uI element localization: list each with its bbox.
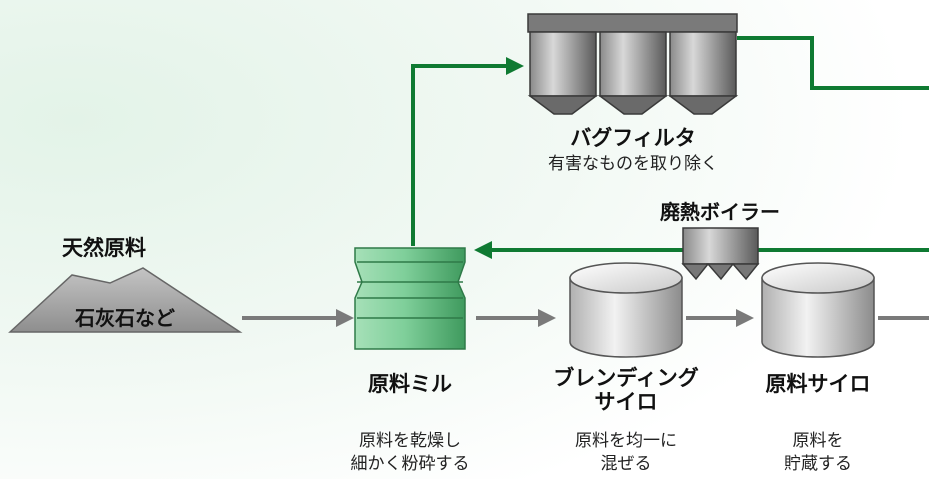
raw-mill-desc-line2: 細かく粉砕する: [350, 454, 470, 474]
blending-silo-title-line2: サイロ: [594, 390, 658, 414]
green-flow-lines: [411, 36, 929, 252]
boiler-title: 廃熱ボイラー: [660, 200, 780, 224]
raw-silo-desc-line2: 貯蔵する: [784, 454, 852, 474]
boiler-icon: [681, 227, 760, 281]
bag-filter-desc: 有害なものを取り除く: [548, 154, 718, 174]
raw-silo-title: 原料サイロ: [765, 372, 871, 396]
raw-silo-desc-line1: 原料を: [792, 431, 844, 451]
raw-mill-title: 原料ミル: [368, 372, 452, 396]
raw-mill-desc-line1: 原料を乾燥し: [359, 431, 461, 451]
blending-silo-title-line1: ブレンディング: [553, 366, 699, 390]
arrow-to-raw-mill: [474, 241, 492, 259]
raw-silo-icon: [761, 262, 875, 358]
arrow-to-blending-silo: [538, 309, 556, 327]
raw-mill-icon: [354, 247, 466, 350]
raw-material-title: 天然原料: [62, 236, 146, 260]
blending-silo-desc-line2: 混ぜる: [600, 454, 652, 474]
bag-filter-icon: [527, 13, 739, 115]
bag-filter-title: バグフィルタ: [570, 126, 696, 150]
arrow-to-bag-filter: [506, 57, 524, 75]
raw-material-pile: [8, 267, 243, 333]
blending-silo-desc-line1: 原料を均一に: [575, 431, 677, 451]
arrow-to-raw-mill-gray: [336, 309, 354, 327]
blending-silo-icon: [569, 262, 683, 358]
raw-material-label: 石灰石など: [75, 306, 175, 330]
arrow-to-raw-silo: [736, 309, 754, 327]
